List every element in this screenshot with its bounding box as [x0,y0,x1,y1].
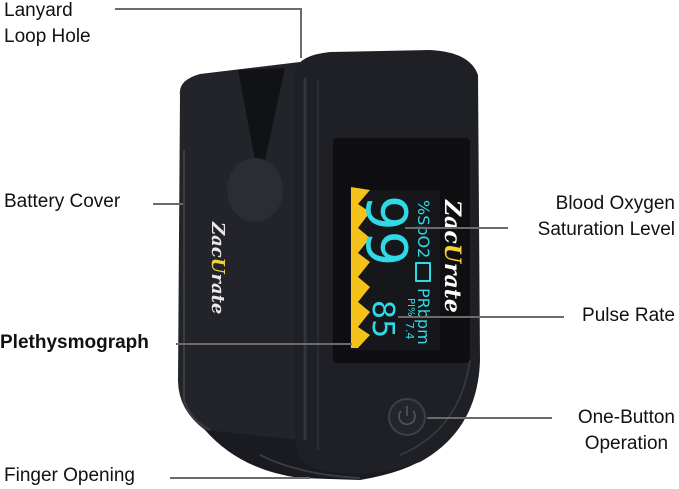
brand-logo-front: ZacUrate [439,200,465,313]
battery-icon [415,262,431,282]
pi-label: PI% [405,298,416,317]
power-button[interactable] [388,398,426,436]
label-battery-cover: Battery Cover [4,191,121,212]
brand-logo-side: ZacUrate [207,222,228,315]
plethysmograph-callout-line [176,343,352,345]
battery-callout-line [153,203,183,205]
pulse-callout-line [398,316,564,318]
pi-value: 7.4 [403,322,416,340]
spo2-value: 99 [353,195,418,267]
spo2-label: %SpO2 [414,200,433,259]
lanyard-callout-line [115,8,301,10]
finger-callout-line [170,477,310,479]
lanyard-callout-drop [300,8,302,58]
battery-cover [178,62,300,446]
label-pulse-rate: Pulse Rate [582,305,675,326]
label-finger-opening: Finger Opening [4,465,135,486]
label-blood-oxygen: Blood Oxygen Saturation Level [537,193,675,240]
label-lanyard-loop-hole: Lanyard Loop Hole [4,0,91,47]
label-one-button: One-Button Operation [577,407,675,454]
plethysmograph-wave [351,187,370,348]
pr-value: 85 [365,300,400,339]
button-callout-line [427,417,552,419]
spo2-callout-line [405,227,508,229]
label-plethysmograph: Plethysmograph [0,332,149,353]
lanyard-loop-hole [238,68,285,160]
